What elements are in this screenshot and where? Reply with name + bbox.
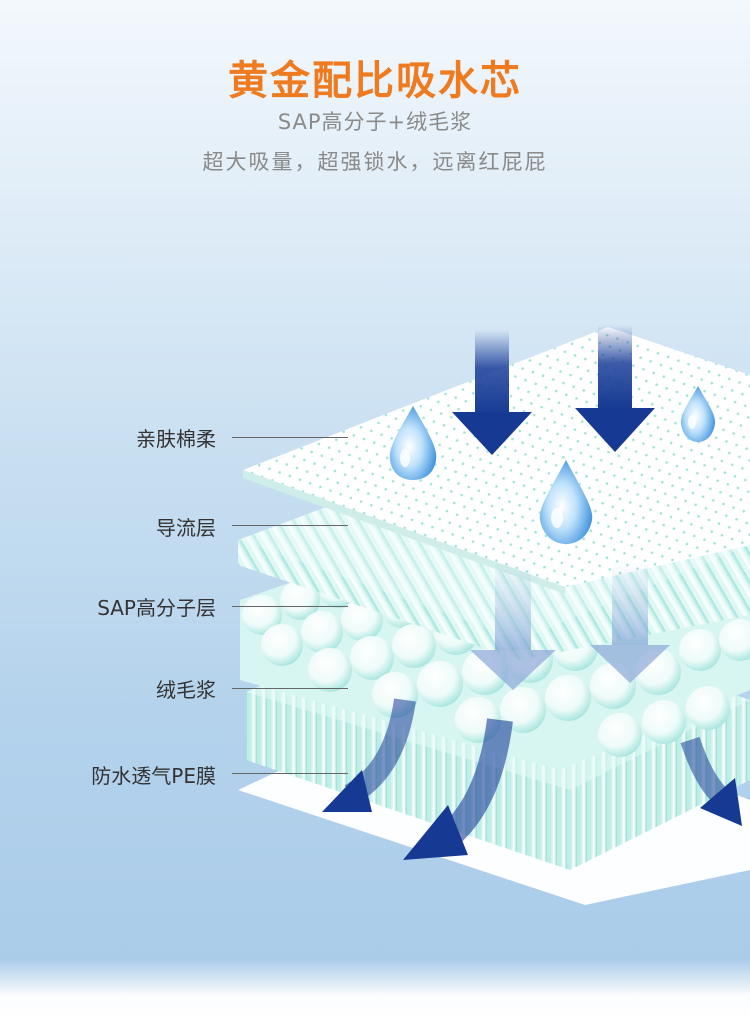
water-drop-icon <box>389 406 437 480</box>
page-tagline: 超大吸量，超强锁水，远离红屁屁 <box>202 150 548 174</box>
curved-arrow-icon <box>403 718 513 860</box>
leader-line <box>232 688 348 689</box>
curved-arrow-icon <box>680 736 742 826</box>
page-subtitle: SAP高分子+绒毛浆 <box>277 110 473 134</box>
layer-label-pe-film: 防水透气PE膜 <box>91 764 216 788</box>
water-drop-icon <box>539 460 593 544</box>
down-arrow-icon <box>590 560 670 683</box>
layer-label-top-sheet: 亲肤棉柔 <box>136 427 216 451</box>
layer-label-flow-guide: 导流层 <box>156 516 216 540</box>
water-drop-icon <box>680 386 716 442</box>
leader-line <box>232 525 348 526</box>
leader-line <box>232 437 348 438</box>
down-arrow-icon <box>575 325 655 452</box>
page-title: 黄金配比吸水芯 <box>228 58 522 104</box>
leader-line <box>232 606 348 607</box>
down-arrow-icon <box>470 560 556 690</box>
bottom-fade <box>0 960 750 1019</box>
down-arrow-icon <box>452 330 532 455</box>
leader-line <box>232 773 348 774</box>
layer-label-fluff-pulp: 绒毛浆 <box>156 678 216 702</box>
layer-label-sap: SAP高分子层 <box>97 596 216 620</box>
curved-arrow-icon <box>322 698 416 812</box>
